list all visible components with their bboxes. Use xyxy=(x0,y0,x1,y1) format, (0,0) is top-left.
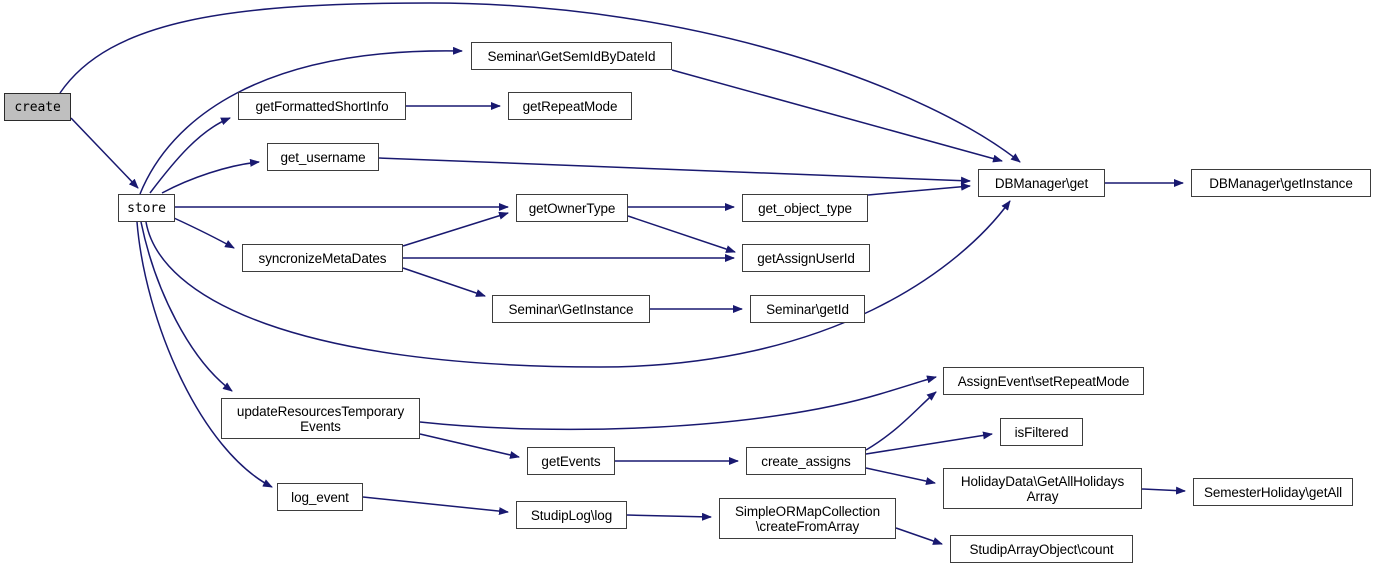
node-seminar-getinstance[interactable]: Seminar\GetInstance xyxy=(492,295,650,323)
node-studiparrayobject-count[interactable]: StudipArrayObject\count xyxy=(950,535,1133,563)
node-log-event[interactable]: log_event xyxy=(277,483,363,511)
node-seminar-getsemidbydateid[interactable]: Seminar\GetSemIdByDateId xyxy=(471,42,672,70)
edge-updateresources-getevents xyxy=(419,433,520,459)
node-holidaydata-getallholidaysarray[interactable]: HolidayData\GetAllHolidays Array xyxy=(943,468,1142,509)
node-semesterholiday-getall[interactable]: SemesterHoliday\getAll xyxy=(1193,478,1353,506)
node-getrepeatmode[interactable]: getRepeatMode xyxy=(508,92,632,120)
edge-create-assigns-isfiltered xyxy=(865,431,993,455)
node-getownertype[interactable]: getOwnerType xyxy=(516,194,628,222)
edge-create-dbmanager-get xyxy=(59,2,1021,163)
edge-getsemidbydateid-dbmanager-get xyxy=(671,69,1003,163)
edge-create-assigns-holidaydata xyxy=(865,467,936,485)
node-store[interactable]: store xyxy=(118,194,175,222)
node-getformattedshortinfo[interactable]: getFormattedShortInfo xyxy=(238,92,406,120)
edge-syncronizemetadates-getownertype xyxy=(402,211,509,247)
node-isfiltered[interactable]: isFiltered xyxy=(1000,418,1083,446)
edge-store-syncronizemetadates xyxy=(173,217,235,249)
edge-get-username-dbmanager-get xyxy=(378,157,971,185)
node-simpleormapcollection-createfromarray[interactable]: SimpleORMapCollection \createFromArray xyxy=(719,498,896,539)
edge-updateresources-assignevent-setrepeatmode xyxy=(419,375,937,431)
edge-simpleormap-studiparraycount xyxy=(895,527,943,545)
edge-syncronizemetadates-seminar-getinstance xyxy=(402,267,486,297)
edge-log-event-studiplog-log xyxy=(362,496,509,516)
edge-studiplog-log-simpleormap xyxy=(626,512,712,521)
edge-store-getformattedshortinfo xyxy=(149,117,231,194)
edge-create-store xyxy=(70,117,139,189)
node-create[interactable]: create xyxy=(4,93,71,121)
node-get-username[interactable]: get_username xyxy=(267,143,379,171)
edge-store-updateresources xyxy=(140,221,233,392)
node-seminar-getid[interactable]: Seminar\getId xyxy=(750,295,865,323)
node-getassignuserid[interactable]: getAssignUserId xyxy=(742,244,870,272)
edge-getownertype-getassignuserid xyxy=(627,215,736,253)
node-assignevent-setrepeatmode[interactable]: AssignEvent\setRepeatMode xyxy=(943,367,1144,395)
node-syncronizemetadates[interactable]: syncronizeMetaDates xyxy=(242,244,403,272)
node-getevents[interactable]: getEvents xyxy=(527,447,615,475)
edge-store-getsemidbydateid xyxy=(139,46,463,195)
node-dbmanager-getinstance[interactable]: DBManager\getInstance xyxy=(1191,169,1371,197)
edge-get-object-type-dbmanager-get xyxy=(867,182,971,196)
node-updateresourcestemporaryevents[interactable]: updateResourcesTemporary Events xyxy=(221,398,420,439)
node-dbmanager-get[interactable]: DBManager\get xyxy=(978,169,1105,197)
edge-store-get-username xyxy=(161,158,260,194)
node-get-object-type[interactable]: get_object_type xyxy=(742,194,868,222)
node-studiplog-log[interactable]: StudipLog\log xyxy=(516,501,627,529)
edge-create-assigns-assignevent xyxy=(865,391,937,451)
node-create-assigns[interactable]: create_assigns xyxy=(746,447,866,475)
edge-holidaydata-semesterholiday xyxy=(1141,486,1186,495)
edge-store-dbmanager-get xyxy=(145,200,1011,368)
